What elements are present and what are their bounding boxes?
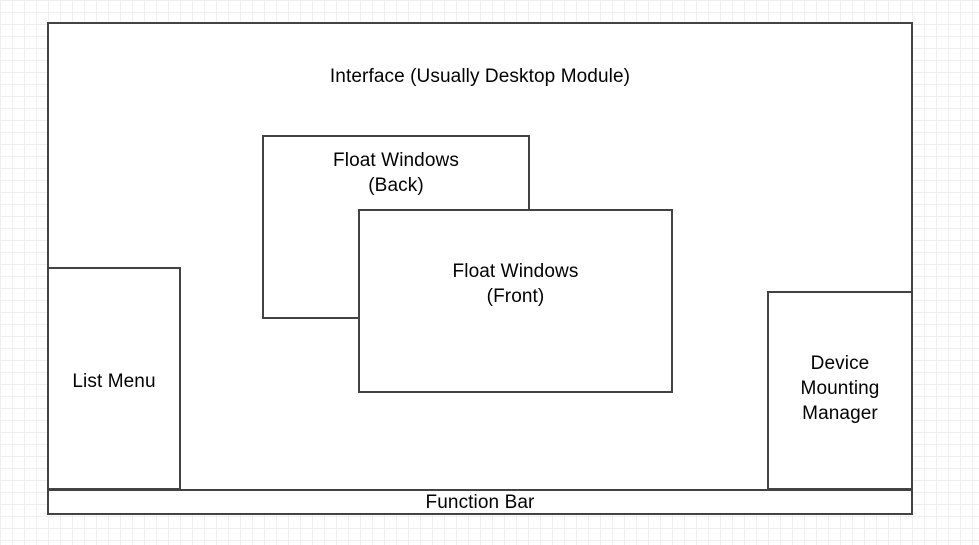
list-menu-box[interactable]: List Menu: [47, 267, 181, 490]
function-bar-label: Function Bar: [425, 492, 535, 513]
interface-frame-label: Interface (Usually Desktop Module): [329, 66, 631, 87]
float-window-front-label: Float Windows (Front): [452, 261, 579, 307]
list-menu-label: List Menu: [72, 371, 156, 392]
device-mounting-manager-box[interactable]: Device Mounting Manager: [767, 291, 913, 490]
float-window-front-box[interactable]: Float Windows (Front): [358, 209, 673, 393]
float-window-back-label: Float Windows (Back): [333, 150, 459, 196]
function-bar-box[interactable]: Function Bar: [47, 489, 913, 515]
device-mounting-manager-label: Device Mounting Manager: [800, 353, 880, 424]
